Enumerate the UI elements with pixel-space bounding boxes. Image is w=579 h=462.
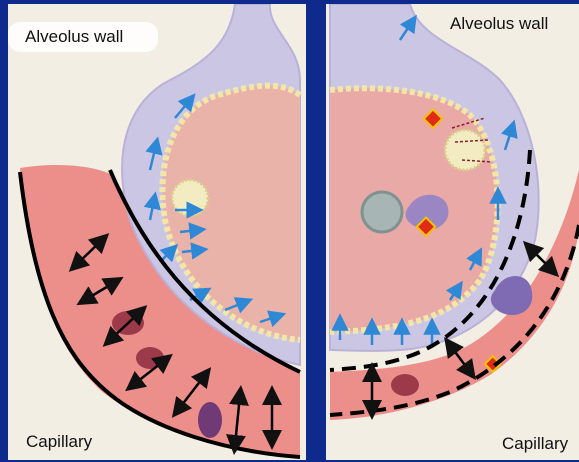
right-capillary-label: Capillary xyxy=(502,434,568,454)
right-macrophage xyxy=(445,130,485,170)
left-alveolus-wall-label: Alveolus wall xyxy=(25,27,123,47)
left-panel xyxy=(8,4,306,460)
right-immune-cell xyxy=(362,192,402,232)
left-red-blood-cell-3 xyxy=(198,402,222,438)
right-alveolus-wall-label: Alveolus wall xyxy=(450,14,548,34)
right-red-blood-cell xyxy=(391,374,419,396)
left-capillary-label: Capillary xyxy=(26,432,92,452)
left-red-blood-cell-2 xyxy=(136,347,164,369)
right-panel xyxy=(326,4,579,460)
